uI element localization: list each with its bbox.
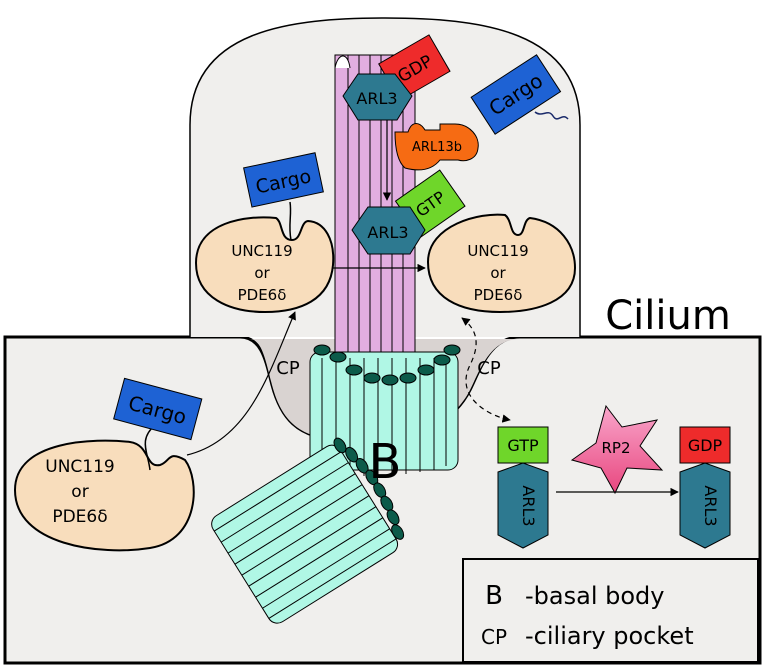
cilium-label: Cilium	[605, 293, 731, 339]
arl3-gdp-top: GDP ARL3	[342, 34, 451, 121]
arl13b: ARL13b	[394, 123, 479, 171]
arl3-gdp-cell: GDP ARL3	[679, 426, 731, 549]
arl3-cell-right-label: ARL3	[701, 485, 720, 526]
carrier-cilium-left: UNC119 or PDE6δ Cargo	[194, 152, 335, 314]
arl3-middle-label: ARL3	[367, 223, 408, 242]
legend-cp-text: -ciliary pocket	[525, 622, 694, 650]
gdp-cell-label: GDP	[688, 436, 723, 455]
carrier-cell: UNC119 or PDE6δ Cargo	[13, 377, 203, 552]
legend-b-symbol: B	[485, 581, 503, 611]
carrier-right-line3: PDE6δ	[474, 286, 523, 304]
arl3-cell-label: ARL3	[519, 485, 538, 526]
cp-right-label: CP	[477, 358, 501, 379]
basal-body-label: B	[369, 434, 402, 490]
arl3-top-label: ARL3	[356, 89, 397, 108]
cp-left-label: CP	[276, 358, 300, 379]
arrow-cell-to-cilium	[186, 311, 296, 456]
daughter-centriole	[211, 437, 405, 624]
carrier-left-line3: PDE6δ	[238, 286, 287, 304]
carrier-left-line2: or	[254, 264, 270, 282]
carrier-left-line1: UNC119	[231, 242, 292, 260]
carrier-right-line2: or	[490, 264, 506, 282]
rp2-label: RP2	[601, 439, 630, 457]
rp2: RP2	[570, 404, 664, 495]
carrier-cell-line3: PDE6δ	[52, 507, 107, 527]
arl3-gtp-cell: GTP ARL3	[497, 426, 549, 549]
arl3-gtp-middle: GTP ARL3	[351, 169, 466, 255]
carrier-cilium-right: UNC119 or PDE6δ	[426, 213, 577, 314]
legend-b-text: -basal body	[525, 582, 664, 610]
carrier-cell-line1: UNC119	[45, 457, 114, 477]
arl13b-label: ARL13b	[412, 140, 462, 155]
arrow-retrograde	[461, 317, 511, 423]
carrier-right-line1: UNC119	[467, 242, 528, 260]
legend-cp-symbol: CP	[481, 625, 507, 649]
gtp-cell-label: GTP	[507, 436, 539, 455]
legend: B -basal body CP -ciliary pocket	[462, 558, 759, 663]
carrier-cell-line2: or	[71, 482, 88, 502]
